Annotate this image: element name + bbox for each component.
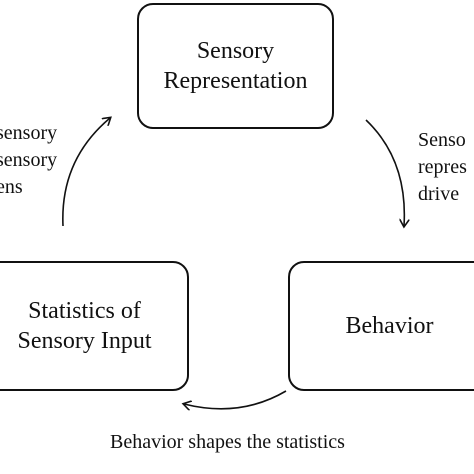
edge-label-bottom: Behavior shapes the statistics — [110, 431, 345, 453]
node-sensory-representation-line2: Representation — [163, 68, 308, 94]
edge-label-right: Senso repres drive — [418, 127, 467, 208]
node-behavior-label: Behavior — [345, 313, 434, 339]
edge-label-left-line2: sensory — [0, 149, 58, 171]
node-sensory-representation: Sensory Representation — [137, 3, 334, 129]
edge-label-right-line2: repres — [418, 156, 467, 178]
arrow-input-to-representation — [62, 118, 110, 227]
edge-label-left: sensory sensory ens — [0, 120, 86, 201]
node-statistics-of-sensory-input: Statistics of Sensory Input — [0, 261, 189, 391]
arrow-behavior-to-input — [184, 390, 287, 409]
node-sensory-representation-line1: Sensory — [196, 38, 275, 64]
edge-label-right-line1: Senso — [418, 129, 466, 151]
edge-label-left-line1: sensory — [0, 122, 58, 144]
arrow-representation-to-behavior — [365, 119, 404, 226]
edge-label-right-line3: drive — [418, 183, 460, 205]
node-statistics-line2: Sensory Input — [17, 328, 152, 354]
node-statistics-line1: Statistics of — [28, 298, 141, 324]
node-behavior: Behavior — [288, 261, 474, 391]
edge-label-left-line3: ens — [0, 176, 23, 198]
